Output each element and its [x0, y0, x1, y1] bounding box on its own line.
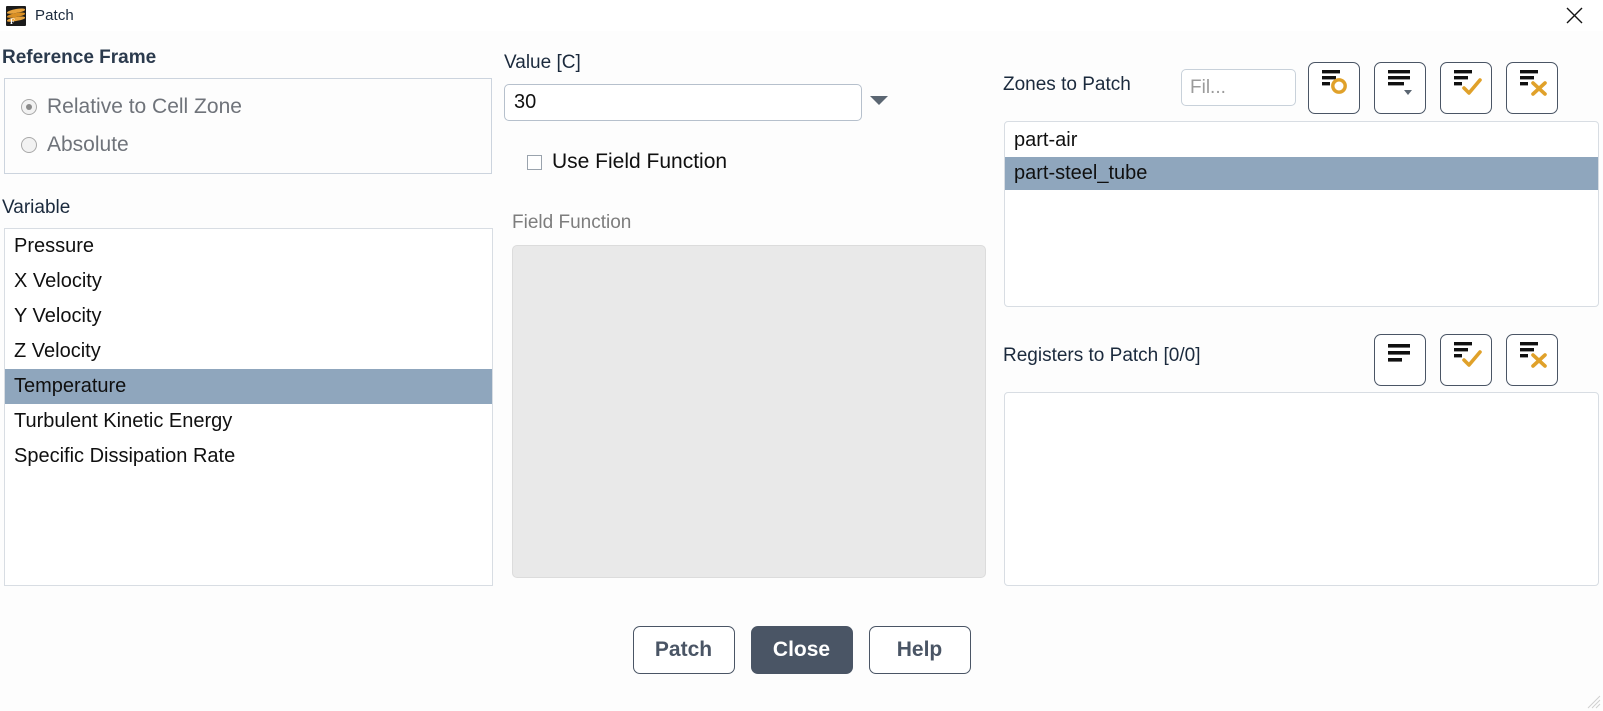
zones-filter-input[interactable]: [1181, 69, 1296, 106]
radio-absolute[interactable]: Absolute: [21, 126, 491, 164]
zones-to-patch-list[interactable]: part-air part-steel_tube: [1004, 121, 1599, 307]
list-item[interactable]: Pressure: [14, 235, 95, 257]
zones-to-patch-label: Zones to Patch: [1003, 74, 1131, 95]
registers-to-patch-list[interactable]: [1004, 392, 1599, 586]
ansys-fluent-icon: F: [6, 5, 26, 26]
list-item[interactable]: part-air: [1014, 129, 1078, 151]
radio-label: Relative to Cell Zone: [47, 95, 242, 118]
radio-label: Absolute: [47, 133, 129, 156]
reference-frame-group: Relative to Cell Zone Absolute: [4, 78, 492, 174]
select-all-button[interactable]: [1440, 62, 1492, 114]
list-item[interactable]: Specific Dissipation Rate: [14, 445, 236, 467]
reference-frame-title: Reference Frame: [2, 47, 157, 68]
resize-grip[interactable]: [1587, 695, 1601, 709]
field-function-panel: [512, 245, 986, 578]
checkbox-indicator: [527, 154, 542, 170]
radio-indicator: [21, 99, 37, 115]
window-title: Patch: [35, 7, 74, 24]
registers-select-all-button[interactable]: [1440, 334, 1492, 386]
value-label: Value [C]: [504, 52, 581, 73]
list-item-selected[interactable]: part-steel_tube: [1005, 157, 1598, 190]
list-options-button[interactable]: [1374, 62, 1426, 114]
field-function-label: Field Function: [512, 212, 632, 233]
close-icon[interactable]: [1545, 0, 1603, 31]
variable-list[interactable]: Pressure X Velocity Y Velocity Z Velocit…: [4, 228, 493, 586]
list-item[interactable]: Y Velocity: [14, 305, 102, 327]
title-bar: F Patch: [0, 0, 1603, 31]
list-item-selected[interactable]: Temperature: [5, 369, 492, 404]
radio-relative-to-cell-zone[interactable]: Relative to Cell Zone: [21, 88, 491, 126]
value-input[interactable]: [504, 84, 862, 121]
list-item[interactable]: X Velocity: [14, 270, 102, 292]
list-item[interactable]: Turbulent Kinetic Energy: [14, 410, 233, 432]
variable-title: Variable: [2, 197, 71, 218]
list-item[interactable]: Z Velocity: [14, 340, 101, 362]
chevron-down-icon[interactable]: [870, 96, 888, 105]
deselect-all-button[interactable]: [1506, 62, 1558, 114]
registers-to-patch-label: Registers to Patch [0/0]: [1003, 345, 1201, 366]
registers-deselect-all-button[interactable]: [1506, 334, 1558, 386]
patch-button[interactable]: Patch: [632, 626, 735, 674]
help-button[interactable]: Help: [868, 626, 971, 674]
radio-indicator: [21, 137, 37, 153]
checkbox-label: Use Field Function: [552, 150, 728, 173]
registers-list-button[interactable]: [1374, 334, 1426, 386]
list-select-circle-button[interactable]: [1308, 62, 1360, 114]
use-field-function-checkbox[interactable]: Use Field Function: [527, 150, 727, 174]
close-button[interactable]: Close: [750, 626, 853, 674]
dialog-footer: Patch Close Help: [0, 624, 1603, 676]
